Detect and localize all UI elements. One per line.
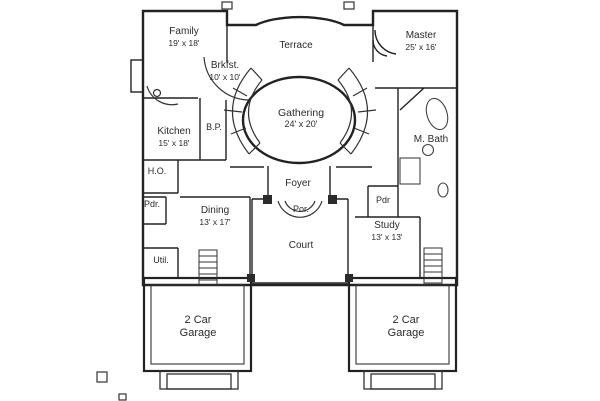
room-size: 24' x 20': [284, 119, 318, 130]
room-name: Kitchen: [157, 126, 191, 137]
room-name: Terrace: [279, 40, 313, 51]
room-size: 25' x 16': [405, 41, 437, 52]
kitchen-fixtures: [146, 56, 250, 106]
center-walls: [230, 166, 372, 284]
room-size: 13' x 13': [371, 231, 403, 242]
room-name: 2 Car: [392, 314, 420, 326]
room-label-powder-right: Pdr: [376, 195, 390, 206]
left-wing-walls: [130, 25, 251, 278]
room-size: 10' x 10': [209, 71, 241, 82]
room-name: Gathering: [277, 107, 325, 119]
room-name: Dining: [200, 205, 230, 216]
stairs-right: [423, 247, 443, 284]
right-wing-walls: [355, 25, 457, 278]
room-label-master-bath: M. Bath: [414, 134, 448, 146]
room-name: Brkfst.: [210, 60, 240, 71]
room-label-master: Master 25' x 16': [405, 30, 436, 52]
outer-walls: [141, 9, 459, 287]
room-label-kitchen: Kitchen 15' x 18': [157, 126, 190, 148]
room-name: H.O.: [147, 166, 167, 176]
room-label-garage-right: 2 Car Garage: [388, 314, 425, 340]
room-size: 15' x 18': [158, 137, 190, 148]
stairs-left: [198, 249, 218, 286]
room-label-porch: Por.: [293, 204, 309, 215]
porch-curve: [277, 200, 323, 218]
garage-stoops: [159, 370, 443, 390]
room-name: 2 Car: [184, 314, 212, 326]
room-size: Garage: [179, 326, 217, 339]
room-label-gathering: Gathering 24' x 20': [278, 107, 324, 130]
room-label-home-office: H.O.: [148, 166, 167, 177]
gathering-oval: [241, 75, 357, 165]
curved-stair-right: [337, 67, 377, 155]
room-name: Pdr: [375, 195, 391, 205]
room-label-powder-left: Pdr.: [144, 199, 160, 210]
column-posts: [247, 195, 353, 282]
room-label-court: Court: [289, 240, 313, 252]
room-size: Garage: [387, 326, 425, 339]
room-size: 19' x 18': [168, 37, 200, 48]
room-label-study: Study 13' x 13': [371, 220, 402, 242]
room-name: Pdr.: [143, 199, 161, 209]
room-name: Master: [405, 30, 437, 41]
room-label-foyer: Foyer: [285, 178, 311, 190]
room-name: M. Bath: [413, 134, 449, 145]
curved-stair-left: [223, 67, 263, 155]
bath-fixtures: [399, 97, 449, 198]
room-name: Foyer: [285, 178, 311, 189]
room-name: B.P.: [206, 122, 222, 132]
room-label-dining: Dining 13' x 17': [199, 205, 230, 227]
room-label-terrace: Terrace: [279, 40, 312, 52]
room-label-garage-left: 2 Car Garage: [180, 314, 217, 340]
room-label-brkfst: Brkfst. 10' x 10': [209, 60, 240, 82]
room-name: Por.: [292, 204, 310, 214]
room-label-utility: Util.: [153, 255, 169, 266]
room-name: Court: [288, 240, 314, 251]
room-name: Study: [374, 220, 400, 231]
garage-inner-lines: [150, 284, 450, 365]
room-label-family: Family 19' x 18': [168, 26, 199, 48]
site-details: [96, 1, 355, 401]
room-name: Util.: [153, 255, 169, 265]
room-size: 13' x 17': [199, 216, 231, 227]
room-name: Family: [169, 26, 199, 37]
room-label-butlers-pantry: B.P.: [206, 122, 222, 133]
